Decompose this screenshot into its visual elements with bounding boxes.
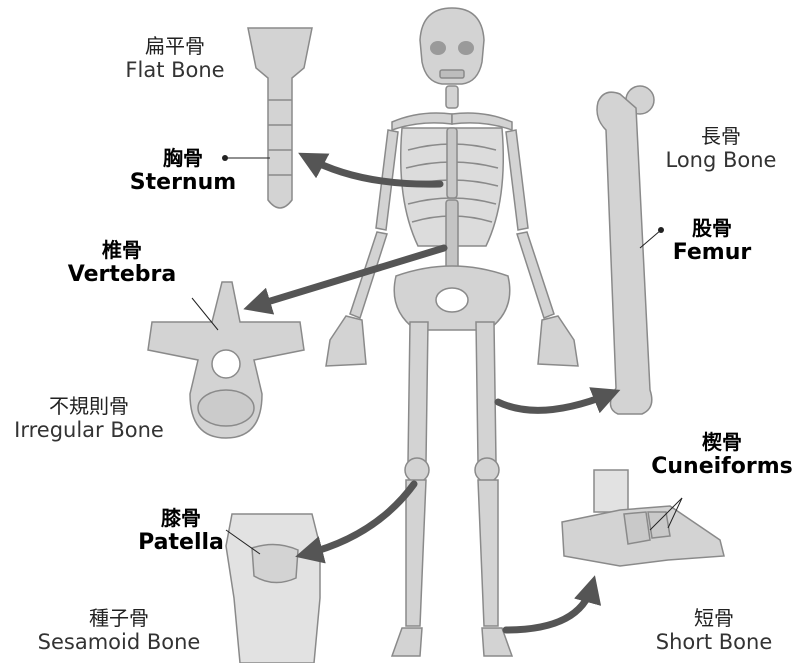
sesamoid-bone-zh: 種子骨 [24,606,214,630]
label-vertebra: 椎骨 Vertebra [52,238,192,288]
full-skeleton [326,8,578,656]
femur-pointer [640,227,664,248]
label-cuneiforms: 楔骨 Cuneiforms [648,430,796,480]
sternum-illustration [248,28,312,208]
flat-bone-en: Flat Bone [110,58,240,83]
label-short-bone: 短骨 Short Bone [644,606,784,655]
irregular-bone-zh: 不規則骨 [4,394,174,418]
label-irregular-bone: 不規則骨 Irregular Bone [4,394,174,443]
label-sesamoid-bone: 種子骨 Sesamoid Bone [24,606,214,655]
short-bone-en: Short Bone [644,630,784,655]
short-bone-zh: 短骨 [644,606,784,630]
cuneiforms-en: Cuneiforms [648,454,796,480]
cuneiforms-zh: 楔骨 [648,430,796,454]
sesamoid-bone-en: Sesamoid Bone [24,630,214,655]
long-bone-zh: 長骨 [656,124,786,148]
vertebra-en: Vertebra [52,262,192,288]
arrow-to-cuneiforms [506,586,592,630]
femur-en: Femur [662,240,762,266]
arrow-to-patella [306,484,414,554]
arrow-to-femur [498,394,610,410]
patella-illustration [226,514,320,663]
label-sternum: 胸骨 Sternum [118,146,248,196]
irregular-bone-en: Irregular Bone [4,418,174,443]
label-long-bone: 長骨 Long Bone [656,124,786,173]
femur-illustration [597,86,654,414]
label-patella: 膝骨 Patella [126,506,236,556]
sternum-zh: 胸骨 [118,146,248,170]
sternum-en: Sternum [118,170,248,196]
vertebra-zh: 椎骨 [52,238,192,262]
label-femur: 股骨 Femur [662,216,762,266]
patella-zh: 膝骨 [126,506,236,530]
patella-en: Patella [126,530,236,556]
flat-bone-zh: 扁平骨 [110,34,240,58]
cuneiforms-illustration [562,470,724,566]
femur-zh: 股骨 [662,216,762,240]
label-flat-bone: 扁平骨 Flat Bone [110,34,240,83]
long-bone-en: Long Bone [656,148,786,173]
